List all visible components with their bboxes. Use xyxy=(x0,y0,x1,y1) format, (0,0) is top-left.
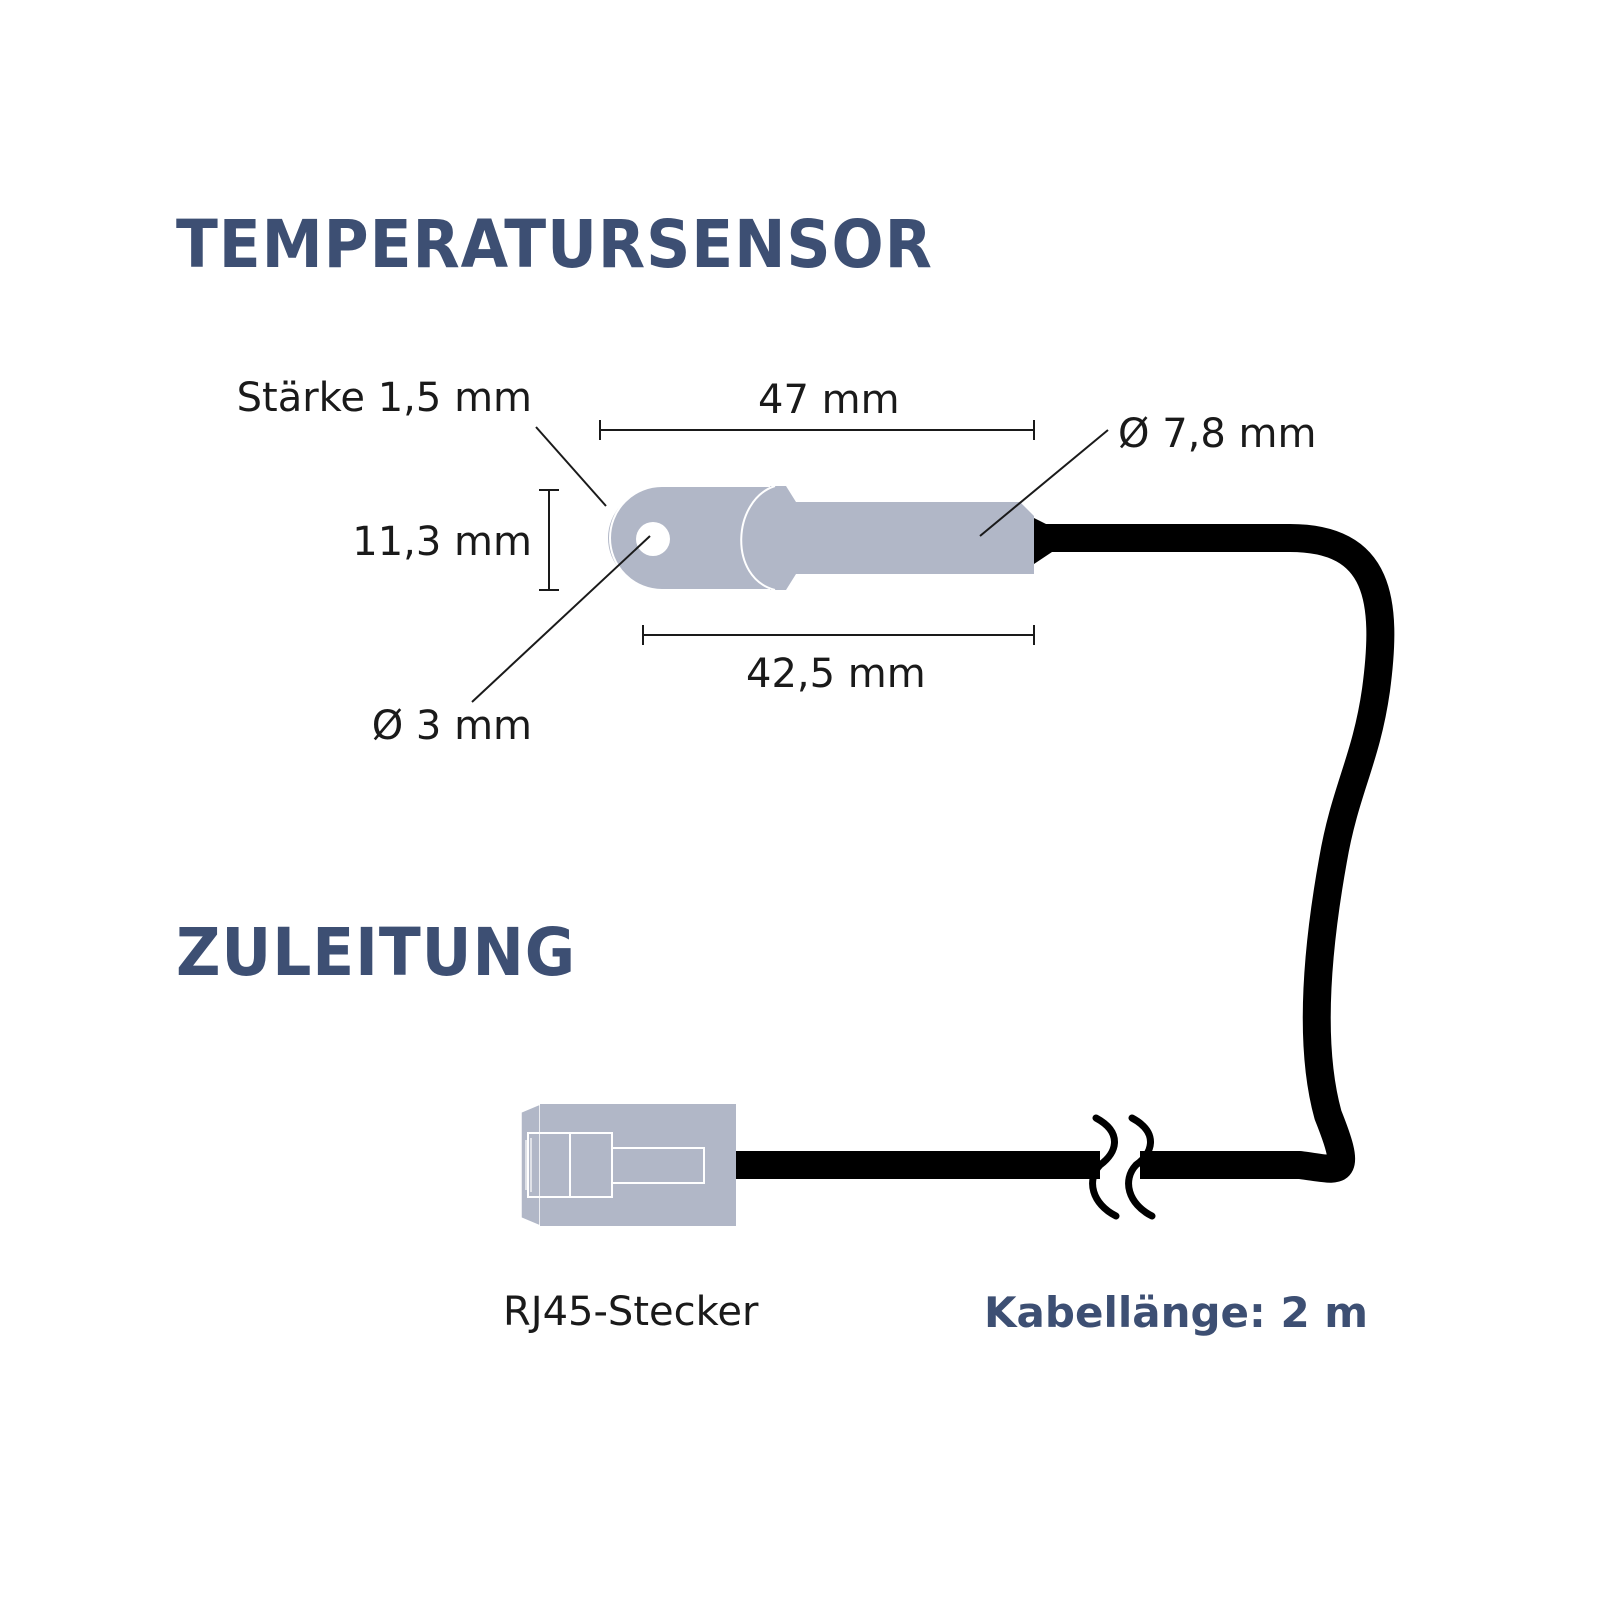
body-diameter-label: Ø 7,8 mm xyxy=(1118,411,1317,457)
sensor-tab xyxy=(609,485,776,591)
dim-line-11-3 xyxy=(539,489,559,591)
dim-line-42-5 xyxy=(642,625,1035,645)
hole-diameter-label: Ø 3 mm xyxy=(371,703,532,749)
tab-height-label: 11,3 mm xyxy=(352,519,532,565)
sensor-crimp-edge xyxy=(740,485,776,591)
cable-break-mark-left xyxy=(1089,1114,1120,1220)
thickness-label: Stärke 1,5 mm xyxy=(236,375,532,421)
sensor-heading: TEMPERATURSENSOR xyxy=(176,206,933,283)
cable xyxy=(735,524,1395,1183)
body-length-label: 42,5 mm xyxy=(746,651,926,697)
sensor-barrel xyxy=(770,486,1034,590)
total-length-label: 47 mm xyxy=(758,377,900,423)
mounting-hole xyxy=(636,522,670,556)
dim-line-47 xyxy=(599,420,1035,440)
cable-break-mark-right xyxy=(1125,1114,1156,1220)
cable-heading: ZULEITUNG xyxy=(176,914,577,991)
cable-length-label: Kabellänge: 2 m xyxy=(984,1288,1369,1337)
leader-hole-diameter xyxy=(471,535,651,703)
rj45-connector xyxy=(520,1102,736,1228)
connector-label: RJ45-Stecker xyxy=(503,1289,759,1335)
leader-body-diameter xyxy=(979,429,1109,537)
leader-thickness xyxy=(535,426,607,507)
cable-strain-relief xyxy=(1034,518,1058,564)
